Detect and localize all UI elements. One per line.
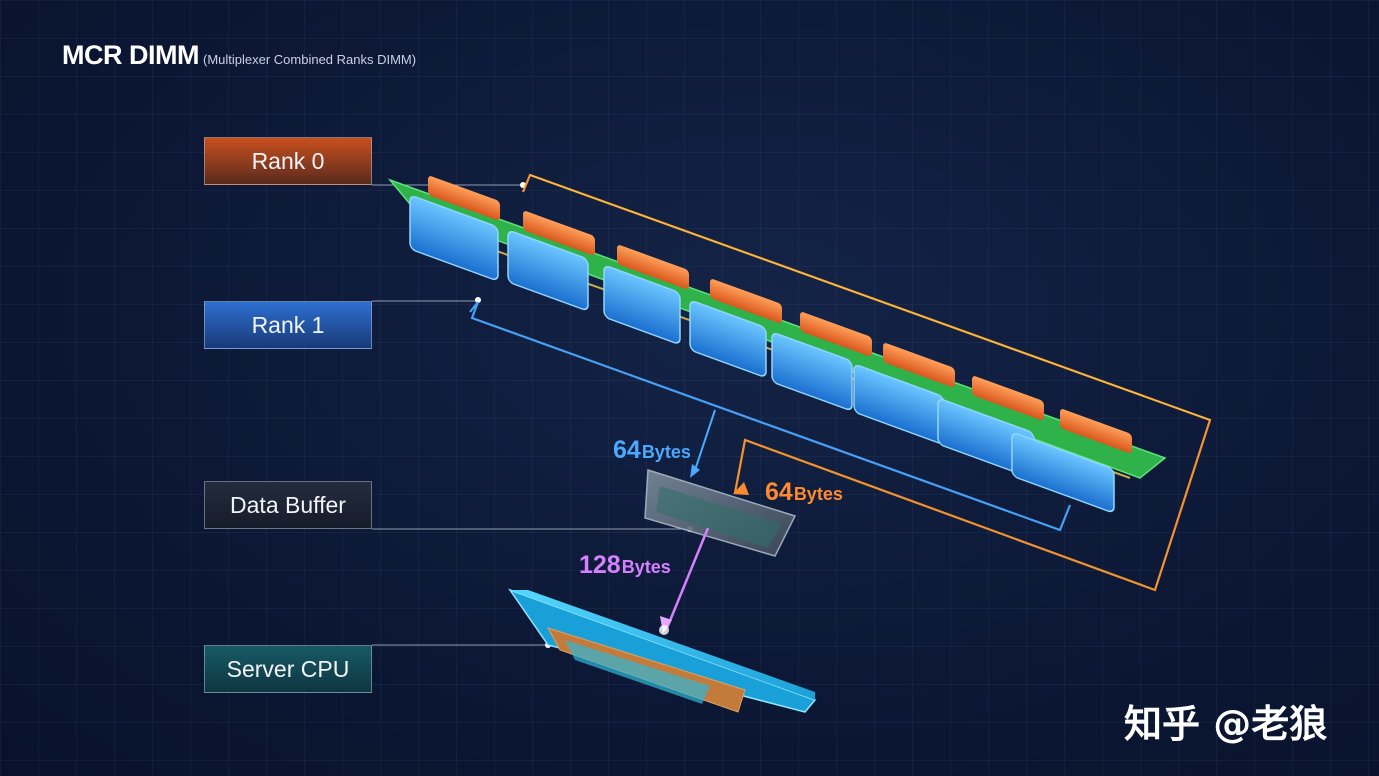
rank1-chip [689, 301, 767, 377]
data-buffer-chip [644, 468, 797, 557]
rank0-chip [1060, 409, 1132, 454]
rank0-chips [428, 176, 1132, 454]
rank1-bracket [469, 301, 1072, 532]
rank1-transfer-num: 64 [613, 436, 641, 464]
dimm-pcb [387, 178, 1167, 479]
rank0-chip [800, 312, 872, 357]
rank1-chip [1011, 433, 1115, 513]
rank0-transfer-num: 64 [765, 478, 793, 506]
title-main: MCR DIMM [62, 40, 199, 70]
rank0-chip [972, 376, 1044, 421]
title-subtitle: (Multiplexer Combined Ranks DIMM) [202, 52, 417, 67]
rank0-label: Rank 0 [204, 137, 372, 185]
page-title: MCR DIMM (Multiplexer Combined Ranks DIM… [62, 40, 416, 71]
rank1-chip [771, 333, 853, 411]
databuffer-leader-line [372, 526, 693, 532]
data-buffer-label: Data Buffer [204, 481, 372, 529]
rank1-label: Rank 1 [204, 301, 372, 349]
rank0-chip [710, 279, 782, 324]
rank1-arrow-icon [690, 464, 700, 478]
rank0-chip [523, 211, 595, 256]
rank1-transfer-unit: Bytes [641, 442, 691, 462]
rank1-leader-line [372, 297, 481, 303]
rank1-chip [409, 196, 499, 281]
rank0-chip [883, 343, 955, 388]
rank1-chip [603, 266, 681, 344]
rank1-chip [507, 231, 589, 311]
rank0-arrow-icon [733, 482, 749, 495]
rank1-chips [409, 196, 1115, 513]
server-cpu-chip [508, 588, 817, 713]
cpu-leader-line [372, 642, 551, 648]
cpu-transfer-num: 128 [579, 551, 621, 579]
watermark: 知乎 @老狼 [1124, 702, 1328, 746]
rank0-bracket [521, 173, 1212, 592]
cpu-transfer-unit: Bytes [621, 557, 671, 577]
rank0-chip [428, 176, 500, 221]
rank0-chip [617, 245, 689, 290]
rank0-transfer-unit: Bytes [793, 484, 843, 504]
cpu-link-line [665, 527, 710, 629]
server-cpu-label: Server CPU [204, 645, 372, 693]
